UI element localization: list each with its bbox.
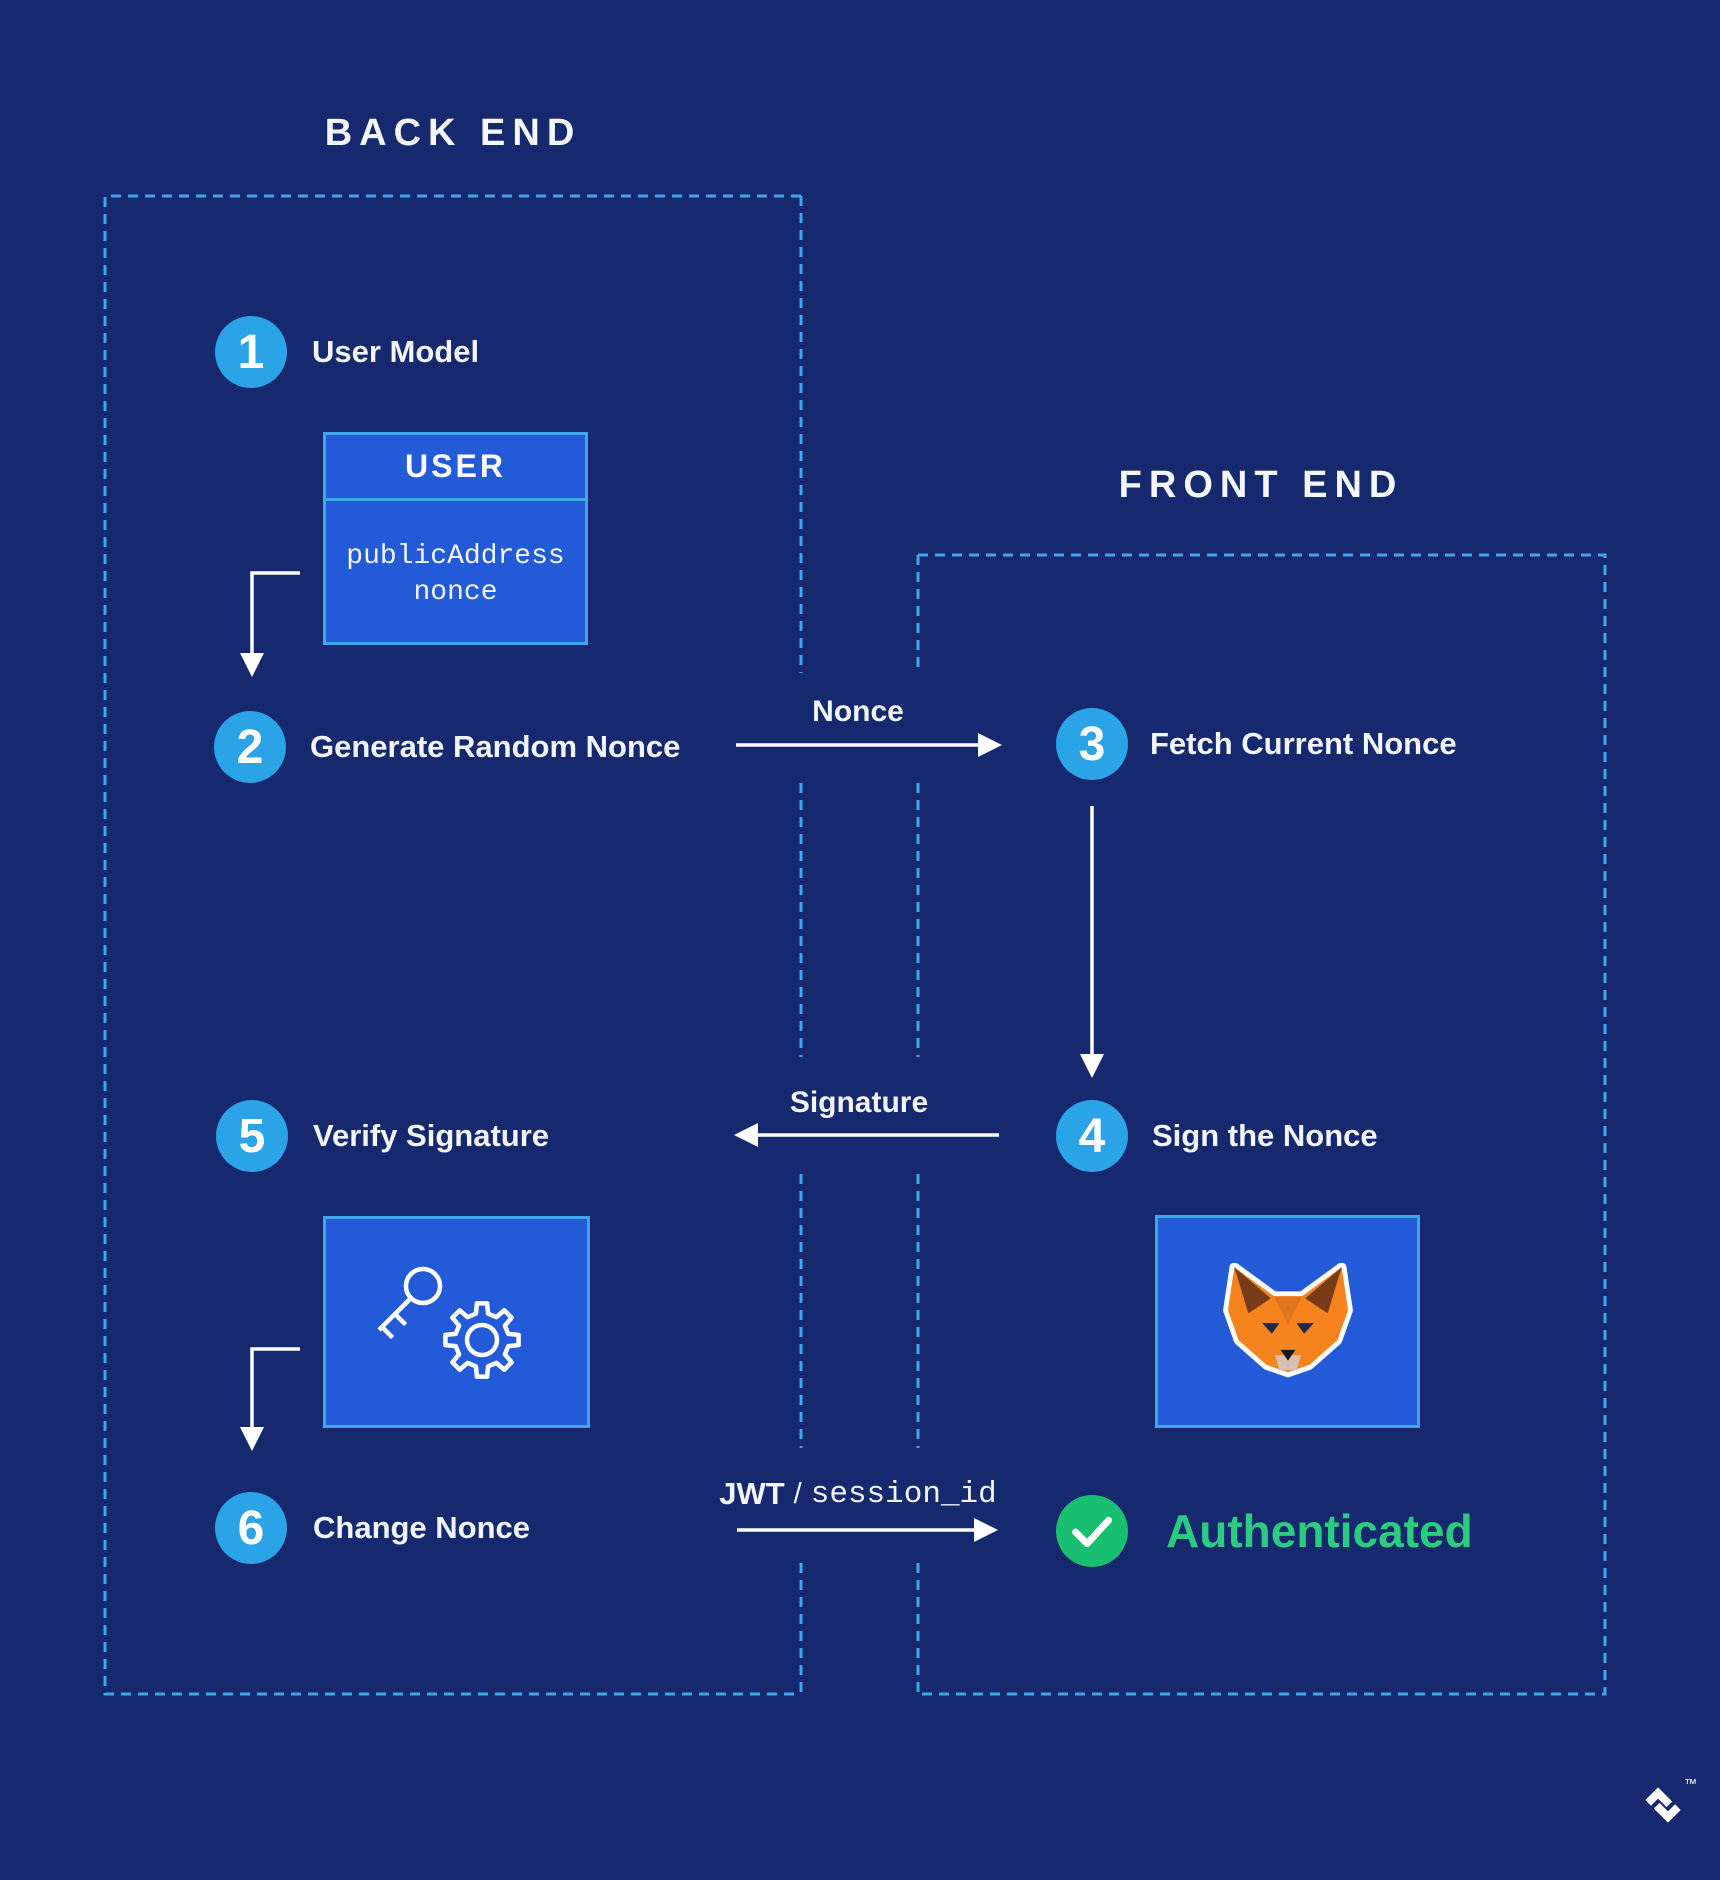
user-table: USER publicAddress nonce — [323, 432, 588, 645]
step-badge-1: 1 — [215, 316, 287, 388]
signature-arrow — [734, 1123, 999, 1147]
user-table-field-nonce: nonce — [413, 577, 498, 608]
session-id-text: session_id — [810, 1476, 997, 1512]
step-badge-6: 6 — [215, 1492, 287, 1564]
nonce-arrow-label: Nonce — [812, 695, 904, 728]
step-label-sign-the-nonce: Sign the Nonce — [1152, 1118, 1378, 1153]
gear-icon — [443, 1301, 521, 1379]
metamask-fox-icon — [1222, 1262, 1353, 1377]
user-table-header: USER — [326, 435, 585, 501]
authenticated-label: Authenticated — [1166, 1505, 1473, 1557]
jwt-separator: / — [793, 1477, 802, 1510]
user-table-body: publicAddress nonce — [326, 501, 585, 611]
step-number: 1 — [237, 325, 265, 379]
backend-panel-border — [103, 194, 803, 1696]
nonce-arrow — [736, 733, 1002, 757]
step-number: 5 — [238, 1109, 266, 1163]
toptal-logo — [1645, 1787, 1681, 1823]
key-icon — [377, 1266, 443, 1340]
backend-title: BACK END — [324, 112, 582, 154]
step-number: 2 — [236, 720, 264, 774]
user-table-field-public-address: publicAddress — [346, 541, 565, 572]
verify-signature-box — [323, 1216, 590, 1428]
step-badge-4: 4 — [1056, 1100, 1128, 1172]
step-label-change-nonce: Change Nonce — [313, 1510, 531, 1545]
jwt-text: JWT — [719, 1476, 785, 1511]
step-badge-3: 3 — [1056, 708, 1128, 780]
frontend-title: FRONT END — [1118, 464, 1404, 506]
step-number: 3 — [1078, 717, 1106, 771]
trademark-symbol: ™ — [1684, 1776, 1697, 1791]
frontend-panel-border — [916, 553, 1607, 1696]
step-label-verify-signature: Verify Signature — [313, 1118, 550, 1153]
step-label-generate-random-nonce: Generate Random Nonce — [310, 729, 681, 764]
step-label-user-model: User Model — [312, 334, 480, 369]
step-number: 4 — [1078, 1109, 1106, 1163]
step-badge-5: 5 — [216, 1100, 288, 1172]
check-icon — [1072, 1516, 1112, 1548]
jwt-arrow-label: JWT / session_id — [658, 1472, 1058, 1516]
signature-arrow-label: Signature — [789, 1086, 929, 1119]
step-badge-2: 2 — [214, 711, 286, 783]
jwt-arrow — [737, 1518, 998, 1542]
key-and-gear-graphic — [377, 1266, 521, 1379]
verify-to-step6-arrow — [240, 1347, 300, 1451]
fetch-to-sign-arrow — [1080, 806, 1104, 1078]
authenticated-badge — [1056, 1495, 1128, 1567]
user-to-step2-arrow — [240, 571, 300, 677]
metamask-box — [1155, 1215, 1420, 1428]
step-number: 6 — [237, 1501, 265, 1555]
step-label-fetch-current-nonce: Fetch Current Nonce — [1150, 726, 1457, 761]
